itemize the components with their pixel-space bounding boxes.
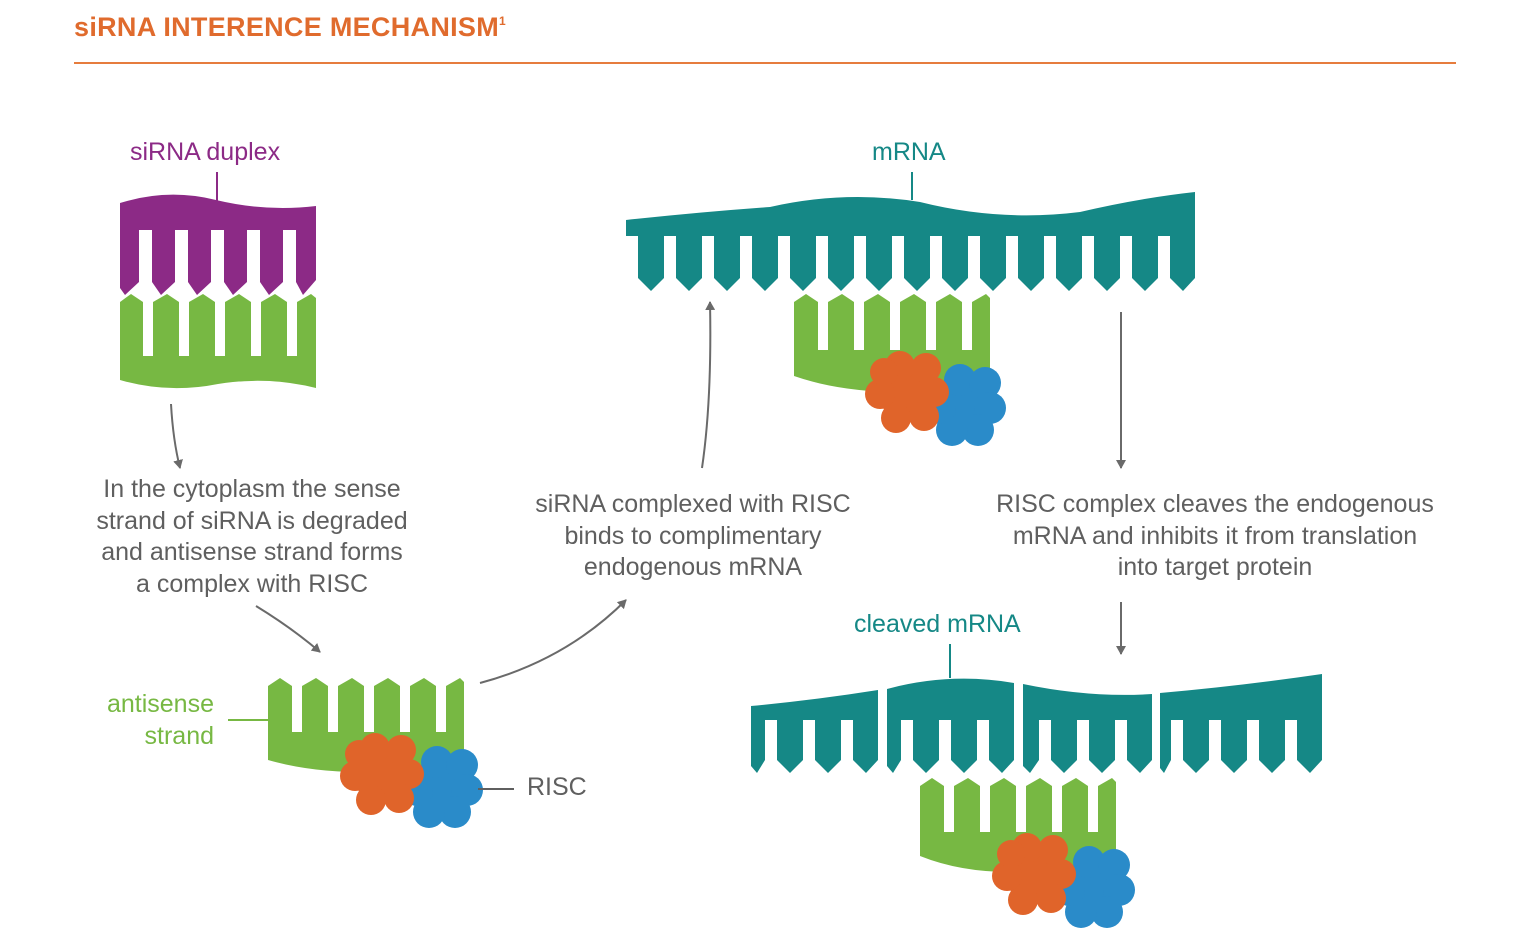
step2-description: siRNA complexed with RISC binds to compl… <box>496 489 890 584</box>
page-title: siRNA INTERENCE MECHANISM1 <box>74 12 506 43</box>
antisense-label-line-2: strand <box>144 722 214 750</box>
title-divider <box>74 62 1456 64</box>
step3-line: into target protein <box>1117 553 1313 581</box>
antisense-label-line-1: antisense <box>106 690 214 718</box>
cleaved-mrna-fragment-2 <box>887 678 1014 773</box>
sirna-duplex-label: siRNA duplex <box>130 138 281 166</box>
step2-line: siRNA complexed with RISC <box>535 490 851 518</box>
cleaved-mrna-fragment-3 <box>1023 684 1152 773</box>
title-footnote: 1 <box>499 14 507 28</box>
step2-line: endogenous mRNA <box>583 553 803 581</box>
step3-line: RISC complex cleaves the endogenous <box>996 490 1434 518</box>
duplex-antisense-strand <box>120 294 316 389</box>
risc-complex-bound <box>865 351 1006 446</box>
step3-description: RISC complex cleaves the endogenous mRNA… <box>952 489 1478 584</box>
arrow-duplex-to-step1 <box>170 403 183 469</box>
risc-complex-cleaved <box>992 833 1135 928</box>
step1-line: and antisense strand forms <box>101 538 403 566</box>
risc-complex <box>340 733 483 828</box>
arrow-antisense-to-step2 <box>479 599 627 684</box>
step1-description: In the cytoplasm the sense strand of siR… <box>60 474 444 600</box>
risc-label: RISC <box>527 773 587 801</box>
antisense-strand-label: antisense strand <box>92 688 214 752</box>
step1-line: In the cytoplasm the sense <box>103 475 401 503</box>
title-text: siRNA INTERENCE MECHANISM <box>74 12 500 42</box>
step3-line: mRNA and inhibits it from translation <box>1012 521 1418 550</box>
bound-antisense-strand <box>794 294 990 392</box>
mrna-strand <box>626 192 1195 291</box>
mrna-label: mRNA <box>872 138 946 166</box>
step1-line: strand of siRNA is degraded <box>96 506 408 535</box>
step1-line: a complex with RISC <box>135 569 369 598</box>
sense-strand <box>120 194 316 295</box>
cleaved-mrna-label: cleaved mRNA <box>854 610 1021 638</box>
cleaved-mrna-fragment-1 <box>751 690 878 773</box>
arrow-step1-to-antisense <box>255 605 321 653</box>
cleaved-mrna-fragment-4 <box>1160 674 1322 773</box>
arrow-step2-to-mrna <box>701 301 716 469</box>
step2-line: binds to complimentary <box>564 521 822 550</box>
